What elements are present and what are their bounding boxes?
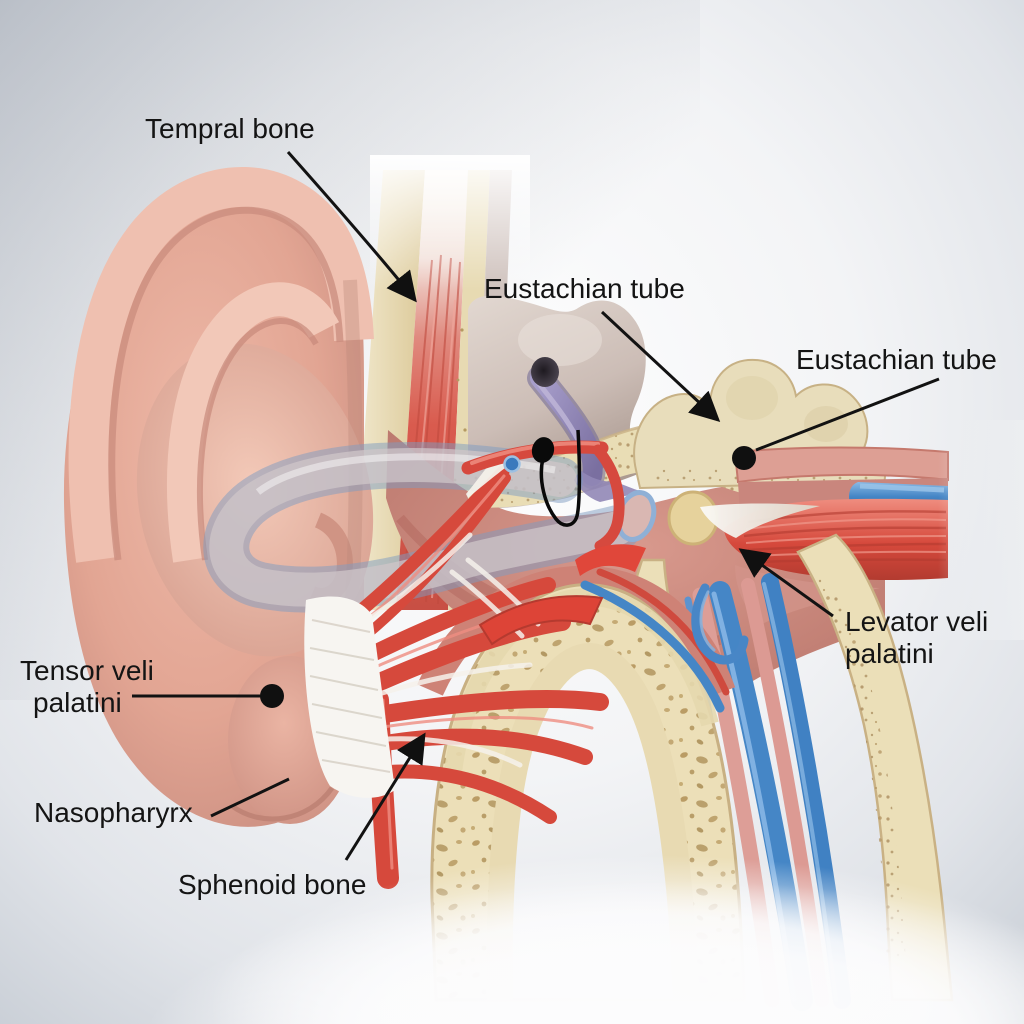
- hook-marker: [531, 429, 582, 527]
- label-levator-line2: palatini: [845, 638, 934, 669]
- fan-striations: [309, 619, 391, 773]
- leader-eustachian-upper: [600, 310, 721, 423]
- helix: [68, 167, 374, 563]
- label-eustachian-tube-upper: Eustachian tube: [484, 273, 685, 304]
- leader-nasopharynx: [210, 777, 290, 818]
- label-tensor-line2: palatini: [33, 687, 122, 718]
- label-sphenoid-bone: Sphenoid bone: [178, 869, 366, 900]
- levator-tendon: [700, 503, 820, 538]
- tensor-veli-palatini-muscle: [304, 456, 609, 889]
- annotations: Tempral bone Eustachian tube Eustachian …: [20, 113, 997, 900]
- label-levator-line1: Levator veli: [845, 606, 988, 637]
- right-tissue-layers: [667, 446, 949, 625]
- canal-opening: [531, 357, 559, 387]
- leader-sphenoid: [344, 732, 426, 861]
- leader-eustachian-right: [755, 377, 940, 452]
- dot-tensor: [260, 684, 284, 708]
- label-eustachian-tube-right: Eustachian tube: [796, 344, 997, 375]
- leader-levator: [738, 548, 834, 618]
- blue-marker-dot: [503, 455, 521, 473]
- label-tensor-line1: Tensor veli: [20, 655, 154, 686]
- leader-temporal-bone: [286, 151, 417, 303]
- right-fade: [938, 420, 1024, 640]
- dot-eustachian-right: [732, 446, 756, 470]
- arch-vessels: [580, 568, 749, 713]
- label-temporal-bone: Tempral bone: [145, 113, 315, 144]
- antihelix: [167, 282, 340, 563]
- eustachian-tube: [203, 442, 657, 613]
- tensor-tendon-fan: [304, 596, 395, 798]
- label-nasopharynx: Nasopharyrx: [34, 797, 193, 828]
- bottom-fade-2: [146, 880, 1024, 1024]
